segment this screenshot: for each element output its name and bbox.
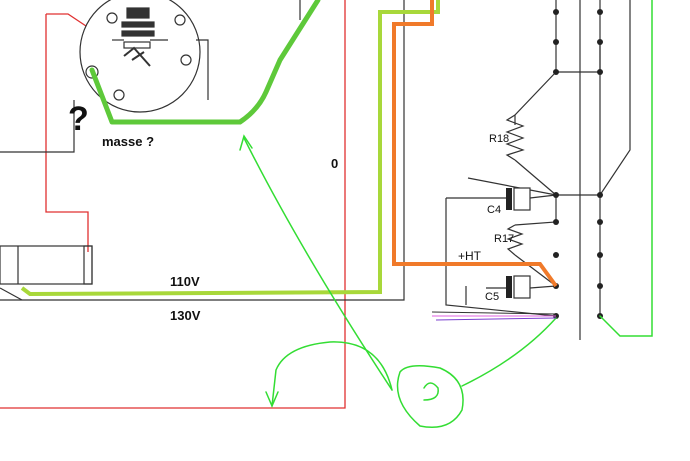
capacitor-c4-icon xyxy=(506,187,531,211)
wire-ht xyxy=(392,0,558,288)
question-mark-label: ? xyxy=(68,100,89,138)
ht-label: +HT xyxy=(458,249,482,263)
c5-label: C5 xyxy=(485,291,499,303)
resistor-r17-icon xyxy=(506,224,524,256)
masse-label: masse ? xyxy=(102,134,154,149)
capacitor-c5-icon xyxy=(506,275,531,299)
connector-plug-icon xyxy=(0,245,93,301)
r18-label: R18 xyxy=(489,133,509,145)
hand-drawn-arrow-icon xyxy=(239,0,653,428)
lead-bundle xyxy=(431,311,557,321)
terminal-tag-strip-icon xyxy=(553,9,603,319)
wire-110v xyxy=(20,0,440,297)
chassis-outline xyxy=(0,0,346,409)
v130-label: 130V xyxy=(170,308,201,323)
marker-trace xyxy=(89,0,321,125)
r17-label: R17 xyxy=(494,233,514,245)
black-wiring xyxy=(0,0,631,340)
vacuum-tube-socket-icon xyxy=(79,0,201,113)
resistor-r18-icon xyxy=(505,114,525,161)
c4-label: C4 xyxy=(487,204,501,216)
v110-label: 110V xyxy=(170,274,200,289)
zero-label: 0 xyxy=(331,156,338,171)
